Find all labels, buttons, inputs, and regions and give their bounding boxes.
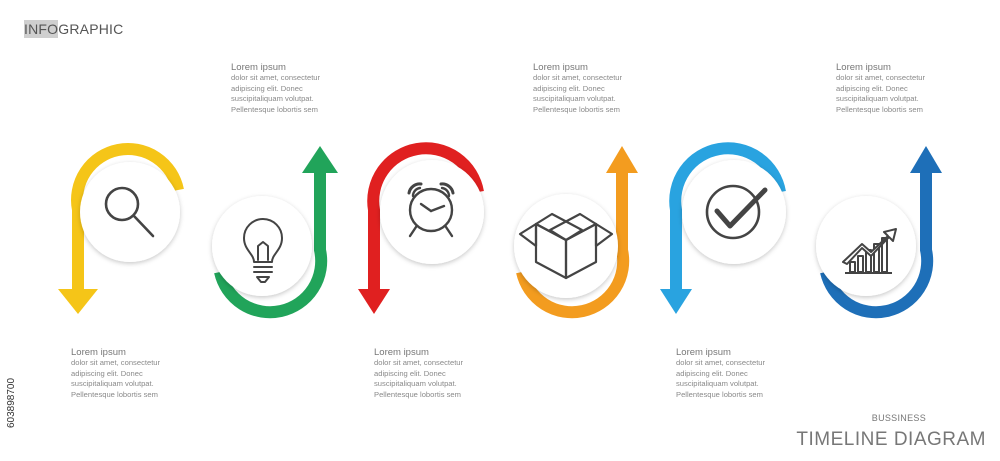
step-5-circle	[682, 160, 786, 264]
step-2-line-1: dolor sit amet, consectetur	[231, 73, 321, 82]
step-5-arrow	[660, 142, 786, 314]
step-3-line-3: suscipitaliquam volutpat.	[374, 379, 457, 388]
footer-subtitle: BUSSINESS	[871, 413, 926, 423]
step-2-line-3: suscipitaliquam volutpat.	[231, 94, 314, 103]
step-2-line-2: adipiscing elit. Donec	[231, 83, 303, 93]
step-2-line-4: Pellentesque lobortis sem	[231, 104, 318, 114]
step-2-circle	[212, 196, 312, 296]
step-5-title: Lorem ipsum	[676, 347, 731, 358]
step-2-arrow	[214, 146, 338, 319]
step-3-line-2: adipiscing elit. Donec	[374, 368, 446, 378]
step-1-line-1: dolor sit amet, consectetur	[71, 358, 161, 367]
step-6-title: Lorem ipsum	[836, 62, 891, 73]
step-1-line-2: adipiscing elit. Donec	[71, 368, 143, 378]
step-1-line-3: suscipitaliquam volutpat.	[71, 379, 154, 388]
step-5-line-2: adipiscing elit. Donec	[676, 368, 748, 378]
step-5-line-4: Pellentesque lobortis sem	[676, 389, 763, 399]
step-1-title: Lorem ipsum	[71, 347, 126, 358]
step-6-line-1: dolor sit amet, consectetur	[836, 73, 926, 82]
alarm-clock-icon	[407, 182, 455, 238]
step-4-line-2: adipiscing elit. Donec	[533, 83, 605, 93]
step-2-title: Lorem ipsum	[231, 62, 286, 73]
step-3-text: Lorem ipsum dolor sit amet, consectetur …	[374, 347, 484, 400]
step-6-line-3: suscipitaliquam volutpat.	[836, 94, 919, 103]
step-6-line-4: Pellentesque lobortis sem	[836, 104, 923, 114]
step-3-title: Lorem ipsum	[374, 347, 429, 358]
footer-title: TIMELINE DIAGRAM	[796, 429, 986, 450]
step-6-circle	[816, 196, 916, 296]
step-3-arrow	[358, 142, 484, 314]
step-5-line-1: dolor sit amet, consectetur	[676, 358, 766, 367]
step-4-arrow	[516, 146, 638, 319]
step-4-line-3: suscipitaliquam volutpat.	[533, 94, 616, 103]
step-4-title: Lorem ipsum	[533, 62, 588, 73]
step-4-line-1: dolor sit amet, consectetur	[533, 73, 623, 82]
header-title: INFOGRAPHIC	[24, 20, 124, 38]
header-rest: GRAPHIC	[58, 21, 124, 37]
step-5-text: Lorem ipsum dolor sit amet, consectetur …	[676, 347, 786, 400]
step-3-circle	[380, 160, 484, 264]
step-2-text: Lorem ipsum dolor sit amet, consectetur …	[231, 62, 341, 115]
step-3-line-4: Pellentesque lobortis sem	[374, 389, 461, 399]
header-highlight: INFO	[24, 20, 59, 38]
step-1-circle	[80, 162, 180, 262]
step-4-line-4: Pellentesque lobortis sem	[533, 104, 620, 114]
checkmark-icon	[705, 184, 768, 240]
step-1-arrow	[58, 143, 184, 314]
search-icon	[104, 186, 155, 238]
lightbulb-icon	[243, 218, 283, 283]
box-icon	[518, 212, 614, 280]
step-5-line-3: suscipitaliquam volutpat.	[676, 379, 759, 388]
step-6-arrow	[820, 146, 942, 319]
growth-chart-icon	[842, 228, 897, 274]
step-6-text: Lorem ipsum dolor sit amet, consectetur …	[836, 62, 946, 115]
step-4-text: Lorem ipsum dolor sit amet, consectetur …	[533, 62, 643, 115]
step-1-text: Lorem ipsum dolor sit amet, consectetur …	[71, 347, 181, 400]
step-3-line-1: dolor sit amet, consectetur	[374, 358, 464, 367]
step-1-line-4: Pellentesque lobortis sem	[71, 389, 158, 399]
step-6-line-2: adipiscing elit. Donec	[836, 83, 908, 93]
